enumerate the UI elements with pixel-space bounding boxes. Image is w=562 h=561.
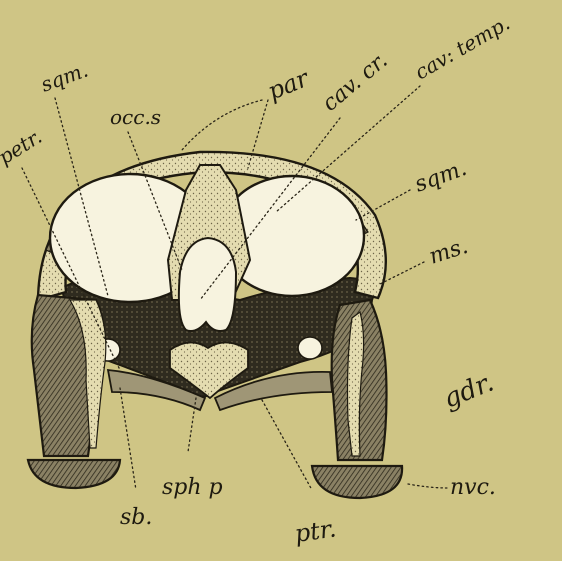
label-sph-p: sph p <box>162 475 223 500</box>
label-par: par <box>264 64 314 106</box>
label-gdr: gdr. <box>439 368 498 415</box>
label-sb: sb. <box>120 505 152 530</box>
label-cav-temp: cav: temp. <box>411 11 514 85</box>
leader-sb <box>120 388 136 490</box>
label-cav-cr: cav. cr. <box>318 48 393 116</box>
condyle-left <box>28 460 120 488</box>
label-sqm-right: sqm. <box>412 156 471 198</box>
label-occ-s: occ.s <box>110 105 161 129</box>
label-sqm-top: sqm. <box>38 58 92 97</box>
leader-par-left <box>182 100 262 150</box>
condyle-right <box>312 466 402 498</box>
label-petr: petr. <box>0 124 46 169</box>
label-ptr: ptr. <box>293 514 338 548</box>
label-ms: ms. <box>426 234 471 270</box>
label-nvc: nvc. <box>450 475 496 500</box>
foramen-right <box>298 337 322 359</box>
leader-nvc <box>408 484 448 488</box>
leader-ptr <box>262 400 312 490</box>
notochord-cavity <box>179 238 236 331</box>
